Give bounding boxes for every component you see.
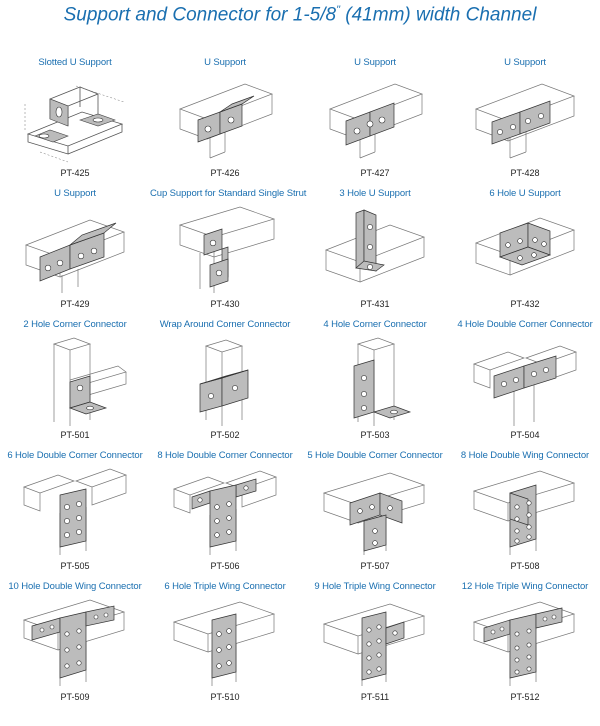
product-code: PT-502 xyxy=(210,430,240,440)
product-name: 6 Hole Triple Wing Connector xyxy=(164,581,286,592)
product-code: PT-505 xyxy=(60,561,90,571)
product-grid: Slotted U Support xyxy=(0,44,600,702)
product-code: PT-507 xyxy=(360,561,390,571)
product-card[interactable]: 6 Hole Double Corner Connector xyxy=(0,437,150,571)
product-code: PT-511 xyxy=(360,692,390,702)
cup-support-icon xyxy=(178,206,276,293)
double-corner-connector-icon xyxy=(322,472,426,555)
product-row: 6 Hole Double Corner Connector xyxy=(0,437,600,571)
product-code: PT-508 xyxy=(510,561,540,571)
triple-wing-connector-icon xyxy=(172,601,276,686)
product-name: Slotted U Support xyxy=(38,57,112,68)
u-support-icon xyxy=(329,83,423,159)
product-name: U Support xyxy=(504,57,546,68)
product-card[interactable]: 8 Hole Double Wing Connector xyxy=(450,437,600,571)
corner-connector-icon xyxy=(52,337,127,426)
product-card[interactable]: 10 Hole Double Wing Connector xyxy=(0,568,150,702)
product-name: U Support xyxy=(54,188,96,199)
product-code: PT-512 xyxy=(510,692,540,702)
product-card[interactable]: U Support PT-426 xyxy=(150,44,300,178)
product-name: 2 Hole Corner Connector xyxy=(23,319,127,330)
double-corner-connector-icon xyxy=(172,470,278,555)
product-name: Wrap Around Corner Connector xyxy=(159,319,291,330)
product-card[interactable]: Cup Support for Standard Single Strut xyxy=(150,175,307,309)
product-name: 4 Hole Double Corner Connector xyxy=(457,319,593,330)
u-support-icon xyxy=(179,83,273,159)
product-code: PT-430 xyxy=(210,299,240,309)
title-prefix: Support and Connector for 1-5/8 xyxy=(63,4,337,26)
product-card[interactable]: 2 Hole Corner Connector PT-501 xyxy=(0,306,150,440)
triple-wing-connector-icon xyxy=(322,603,426,686)
product-code: PT-425 xyxy=(60,168,90,178)
product-card[interactable]: U Support PT-427 xyxy=(300,44,450,178)
page-title: Support and Connector for 1-5/8" (41mm) … xyxy=(0,4,600,26)
product-card[interactable]: 4 Hole Double Corner Connector xyxy=(450,306,600,440)
product-name: 6 Hole U Support xyxy=(489,188,561,199)
product-card[interactable]: 9 Hole Triple Wing Connector xyxy=(300,568,450,702)
wrap-corner-connector-icon xyxy=(199,339,249,426)
product-name: 5 Hole Double Corner Connector xyxy=(307,450,443,461)
triple-wing-connector-icon xyxy=(472,601,576,686)
wing-connector-icon xyxy=(22,599,126,686)
product-card[interactable]: 6 Hole U Support xyxy=(450,175,600,309)
u-support-icon xyxy=(474,217,576,276)
product-name: 9 Hole Triple Wing Connector xyxy=(314,581,436,592)
corner-connector-icon xyxy=(353,337,412,426)
product-card[interactable]: 8 Hole Double Corner Connector xyxy=(150,437,300,571)
product-name: 8 Hole Double Corner Connector xyxy=(157,450,293,461)
product-row: 10 Hole Double Wing Connector xyxy=(0,568,600,702)
product-code: PT-503 xyxy=(360,430,390,440)
product-name: U Support xyxy=(204,57,246,68)
product-code: PT-506 xyxy=(210,561,240,571)
product-code: PT-509 xyxy=(60,692,90,702)
product-card[interactable]: 12 Hole Triple Wing Connector xyxy=(450,568,600,702)
product-code: PT-429 xyxy=(60,299,90,309)
product-row: Slotted U Support xyxy=(0,44,600,178)
product-code: PT-431 xyxy=(360,299,390,309)
product-code: PT-501 xyxy=(60,430,90,440)
u-support-icon xyxy=(324,209,426,283)
product-row: 2 Hole Corner Connector PT-501 xyxy=(0,306,600,440)
slotted-u-support-icon xyxy=(24,85,125,163)
product-code: PT-428 xyxy=(510,168,540,178)
product-name: 10 Hole Double Wing Connector xyxy=(8,581,142,592)
product-code: PT-427 xyxy=(360,168,390,178)
title-inch-mark: " xyxy=(336,4,340,16)
u-support-icon xyxy=(24,219,126,293)
product-card[interactable]: 6 Hole Triple Wing Connector xyxy=(150,568,300,702)
wing-connector-icon xyxy=(472,470,576,555)
title-suffix: (41mm) width Channel xyxy=(340,4,537,26)
product-name: Cup Support for Standard Single Strut xyxy=(150,188,307,199)
product-name: 12 Hole Triple Wing Connector xyxy=(461,581,589,592)
product-card[interactable]: U Support xyxy=(0,175,150,309)
product-row: U Support xyxy=(0,175,600,309)
product-card[interactable]: Slotted U Support xyxy=(0,44,150,178)
product-name: U Support xyxy=(354,57,396,68)
product-card[interactable]: U Support PT-428 xyxy=(450,44,600,178)
product-name: 4 Hole Corner Connector xyxy=(323,319,427,330)
product-code: PT-426 xyxy=(210,168,240,178)
product-code: PT-504 xyxy=(510,430,540,440)
product-name: 8 Hole Double Wing Connector xyxy=(460,450,590,461)
product-code: PT-432 xyxy=(510,299,540,309)
product-card[interactable]: Wrap Around Corner Connector PT-502 xyxy=(150,306,300,440)
product-card[interactable]: 5 Hole Double Corner Connector xyxy=(300,437,450,571)
product-name: 3 Hole U Support xyxy=(339,188,411,199)
product-code: PT-510 xyxy=(210,692,240,702)
double-corner-connector-icon xyxy=(472,345,578,426)
double-corner-connector-icon xyxy=(22,468,128,555)
product-name: 6 Hole Double Corner Connector xyxy=(7,450,143,461)
product-card[interactable]: 4 Hole Corner Connector PT-503 xyxy=(300,306,450,440)
product-card[interactable]: 3 Hole U Support PT-431 xyxy=(300,175,450,309)
u-support-icon xyxy=(475,83,575,159)
